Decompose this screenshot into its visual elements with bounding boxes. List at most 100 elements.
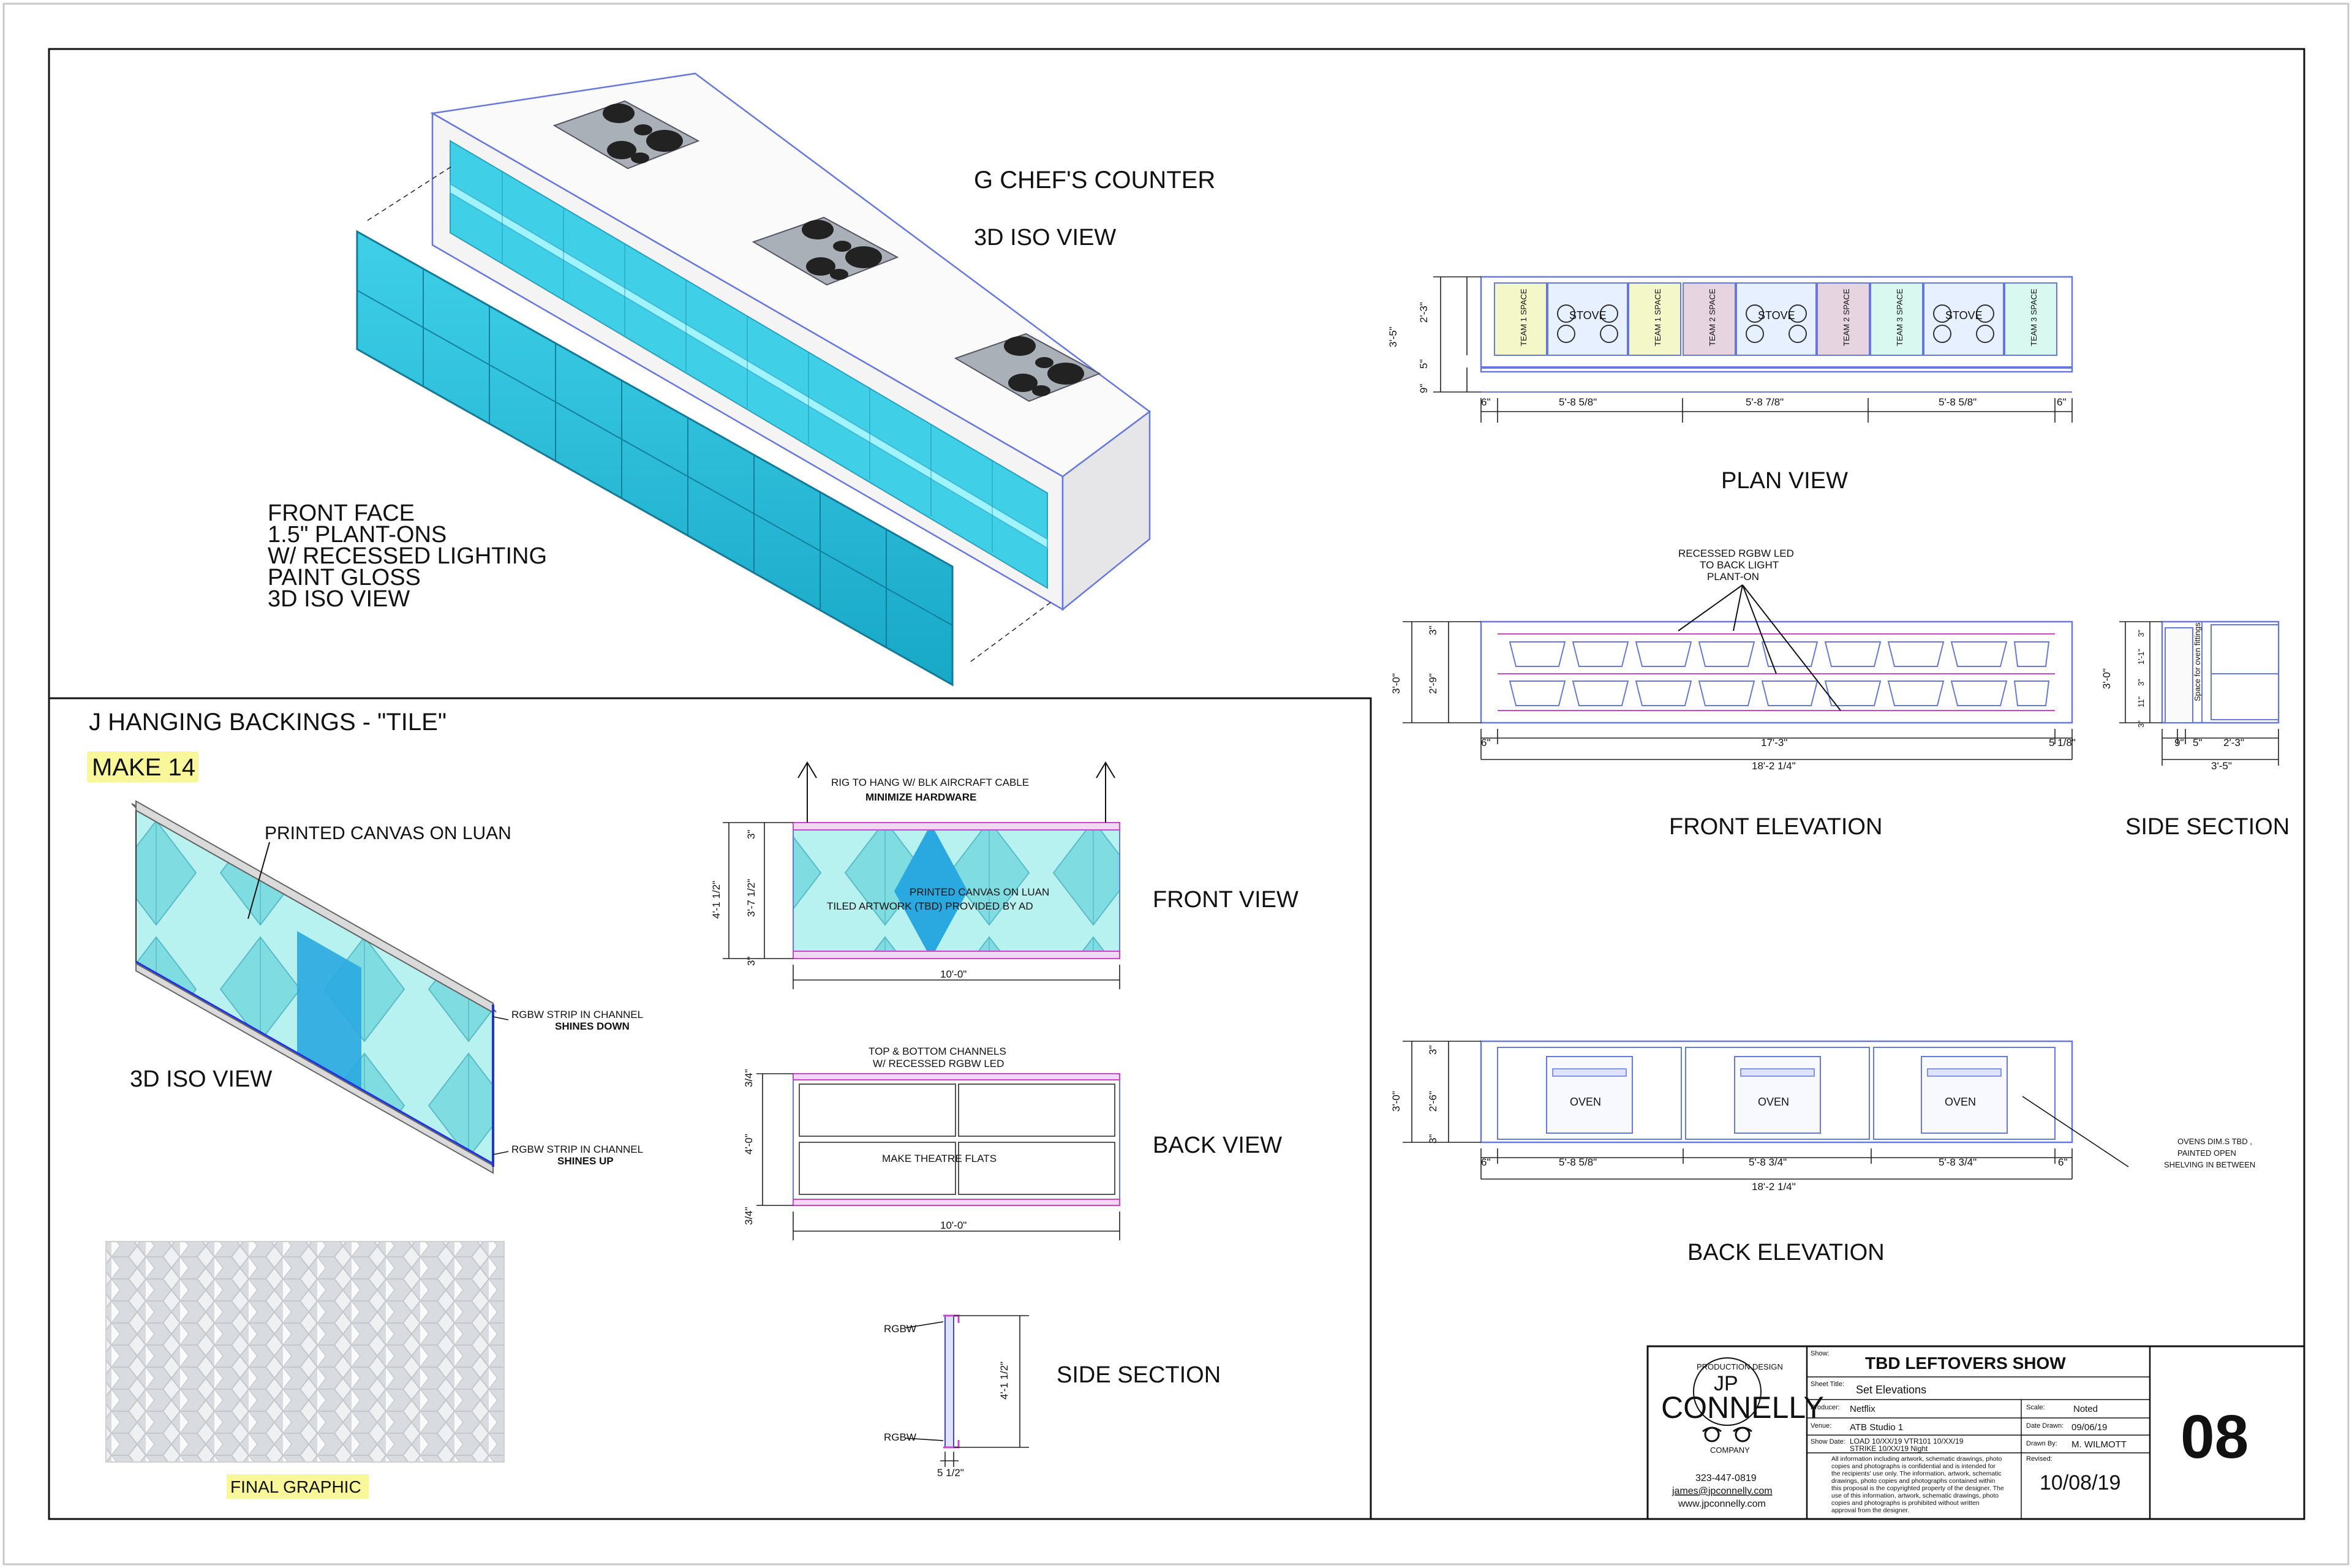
back-elev-dim-w3: 5'-8 3/4" xyxy=(1939,1156,1977,1168)
venue-label: Venue: xyxy=(1811,1422,1831,1430)
plan-team3-left: TEAM 3 SPACE xyxy=(1895,288,1904,346)
back-elev-dim-6b: 6" xyxy=(2058,1156,2068,1168)
printed-canvas-label: PRINTED CANVAS ON LUAN xyxy=(265,823,511,843)
front-elev-dim-6in: 6" xyxy=(1481,737,1491,748)
back-elev-dim-bottom: 3" xyxy=(1427,1134,1439,1144)
scale-label: Scale: xyxy=(2026,1404,2045,1411)
sheet-title-label: Sheet Title: xyxy=(1811,1381,1844,1388)
show-date-line1: LOAD 10/XX/19 VTR101 10/XX/19 xyxy=(1850,1437,1964,1446)
plan-dim-w3: 5'-8 5/8" xyxy=(1939,396,1977,408)
backing-side-section-drawing xyxy=(905,1314,1029,1467)
side-dim-total: 3'-5" xyxy=(2211,760,2232,772)
front-elev-dim-right: 5 1/8" xyxy=(2049,737,2076,748)
side-rgbw-bottom: RGBW xyxy=(884,1431,916,1443)
contact-email[interactable]: james@jpconnelly.com xyxy=(1672,1486,1773,1496)
front-elev-dim-inner-w: 17'-3" xyxy=(1761,737,1787,748)
front-view-title: FRONT VIEW xyxy=(1153,887,1298,913)
disclaimer-1: All information including artwork, schem… xyxy=(1831,1455,2002,1463)
sheet-number: 08 xyxy=(2180,1403,2248,1471)
plan-dim-space: 2'-3" xyxy=(1418,302,1430,323)
strip-top-line2: SHINES DOWN xyxy=(555,1020,630,1032)
back-elev-dim-w2: 5'-8 3/4" xyxy=(1749,1156,1787,1168)
back-elev-dim-w1: 5'-8 5/8" xyxy=(1559,1156,1597,1168)
drawn-by: M. WILMOTT xyxy=(2071,1439,2127,1450)
plan-team3-right: TEAM 3 SPACE xyxy=(2029,288,2038,346)
hanging-backings-title: J HANGING BACKINGS - "TILE" xyxy=(89,709,447,736)
back-view-note-1: TOP & BOTTOM CHANNELS xyxy=(869,1046,1006,1057)
front-elevation-title: FRONT ELEVATION xyxy=(1669,814,1882,840)
disclaimer-6: use of this information, artwork, schema… xyxy=(1831,1492,1999,1499)
contact-website[interactable]: www.jpconnelly.com xyxy=(1678,1499,1766,1509)
strip-bottom-line1: RGBW STRIP IN CHANNEL xyxy=(511,1144,643,1155)
backing-iso-drawing xyxy=(131,800,509,1174)
front-face-note-4: PAINT GLOSS xyxy=(268,565,421,590)
oven-1-label: OVEN xyxy=(1570,1096,1601,1108)
plan-view-drawing xyxy=(1433,276,2073,423)
strip-top-line1: RGBW STRIP IN CHANNEL xyxy=(511,1009,643,1020)
final-graphic-highlight xyxy=(227,1474,369,1499)
side-dim-9in: 9" xyxy=(2174,737,2184,748)
side-dim-2-3: 2'-3" xyxy=(2223,737,2244,748)
date-drawn-label: Date Drawn: xyxy=(2026,1422,2064,1430)
disclaimer-5: this proposal is the copyrighted propert… xyxy=(1831,1485,2004,1492)
back-view-dim-height: 4'-0" xyxy=(743,1134,755,1155)
plan-dim-6b: 6" xyxy=(2057,396,2067,408)
front-elev-note-2: TO BACK LIGHT xyxy=(1700,559,1779,571)
back-elev-note-2: PAINTED OPEN xyxy=(2177,1148,2236,1158)
side-backing-height: 4'-1 1/2" xyxy=(998,1362,1010,1400)
date-drawn: 09/06/19 xyxy=(2071,1422,2107,1433)
front-elev-dim-3in: 3" xyxy=(1427,626,1439,636)
plan-dim-9in: 9" xyxy=(1418,384,1430,394)
back-elev-dim-height: 3'-0" xyxy=(1390,1091,1402,1112)
plan-stove-2: STOVE xyxy=(1758,309,1795,322)
front-elev-dim-inner: 2'-9" xyxy=(1427,673,1439,694)
cooktop-2-icon xyxy=(752,216,899,286)
plan-dim-6a: 6" xyxy=(1481,396,1491,408)
contact-phone: 323-447-0819 xyxy=(1695,1473,1757,1483)
disclaimer-4: drawings, photo copies and photographs c… xyxy=(1831,1477,1996,1485)
side-section-note: Space for oven fittings xyxy=(2193,622,2202,701)
back-elevation-title: BACK ELEVATION xyxy=(1687,1240,1885,1265)
revised-label: Revised: xyxy=(2026,1455,2052,1463)
side-dim-5in: 5" xyxy=(2193,737,2203,748)
disclaimer-3: the recipients' use only. The informatio… xyxy=(1831,1470,2002,1477)
revised-date: 10/08/19 xyxy=(2040,1471,2120,1494)
oven-2-label: OVEN xyxy=(1758,1096,1789,1108)
back-elev-note-1: OVENS DIM.S TBD , xyxy=(2177,1137,2252,1146)
logo-bottom-text: COMPANY xyxy=(1710,1446,1750,1455)
side-backing-depth: 5 1/2" xyxy=(937,1467,964,1479)
back-view-dim-top: 3/4" xyxy=(743,1069,755,1087)
backing-side-section-title: SIDE SECTION xyxy=(1057,1362,1221,1388)
disclaimer-8: approval from the designer. xyxy=(1831,1507,1909,1514)
chef-counter-iso xyxy=(356,72,1152,687)
logo-name: CONNELLY xyxy=(1661,1390,1824,1425)
oven-3-label: OVEN xyxy=(1945,1096,1976,1108)
theatre-flats-label: MAKE THEATRE FLATS xyxy=(882,1153,997,1164)
final-graphic-swatch xyxy=(105,1241,505,1463)
front-view-dim-top: 3" xyxy=(745,830,757,840)
plan-team2-left: TEAM 2 SPACE xyxy=(1708,288,1717,346)
plan-dim-w2: 5'-8 7/8" xyxy=(1746,396,1784,408)
back-view-dim-bottom: 3/4" xyxy=(743,1207,755,1225)
make-highlight xyxy=(87,752,198,782)
back-elev-dim-inner: 2'-6" xyxy=(1427,1091,1439,1112)
plan-team1-right: TEAM 1 SPACE xyxy=(1653,288,1662,346)
cooktop-1-icon xyxy=(552,100,700,170)
chef-counter-subtitle: 3D ISO VIEW xyxy=(974,225,1116,251)
make-count: MAKE 14 xyxy=(92,754,195,781)
show-name: TBD LEFTOVERS SHOW xyxy=(1865,1354,2066,1373)
art-note-1: PRINTED CANVAS ON LUAN xyxy=(910,886,1049,898)
plan-stove-3: STOVE xyxy=(1945,309,1983,322)
front-face-note-5: 3D ISO VIEW xyxy=(268,586,410,612)
final-graphic-label: FINAL GRAPHIC xyxy=(230,1477,361,1496)
side-dim-b: 1'-1" xyxy=(2136,649,2146,665)
front-elev-dim-total: 18'-2 1/4" xyxy=(1752,760,1796,772)
frame-border xyxy=(48,48,2305,1520)
front-face-note-3: W/ RECESSED LIGHTING xyxy=(268,543,547,569)
plan-team1-left: TEAM 1 SPACE xyxy=(1519,288,1528,346)
sheet-title: Set Elevations xyxy=(1856,1384,1926,1396)
side-rgbw-top: RGBW xyxy=(884,1323,916,1335)
counter-side-section-drawing xyxy=(2119,620,2280,766)
